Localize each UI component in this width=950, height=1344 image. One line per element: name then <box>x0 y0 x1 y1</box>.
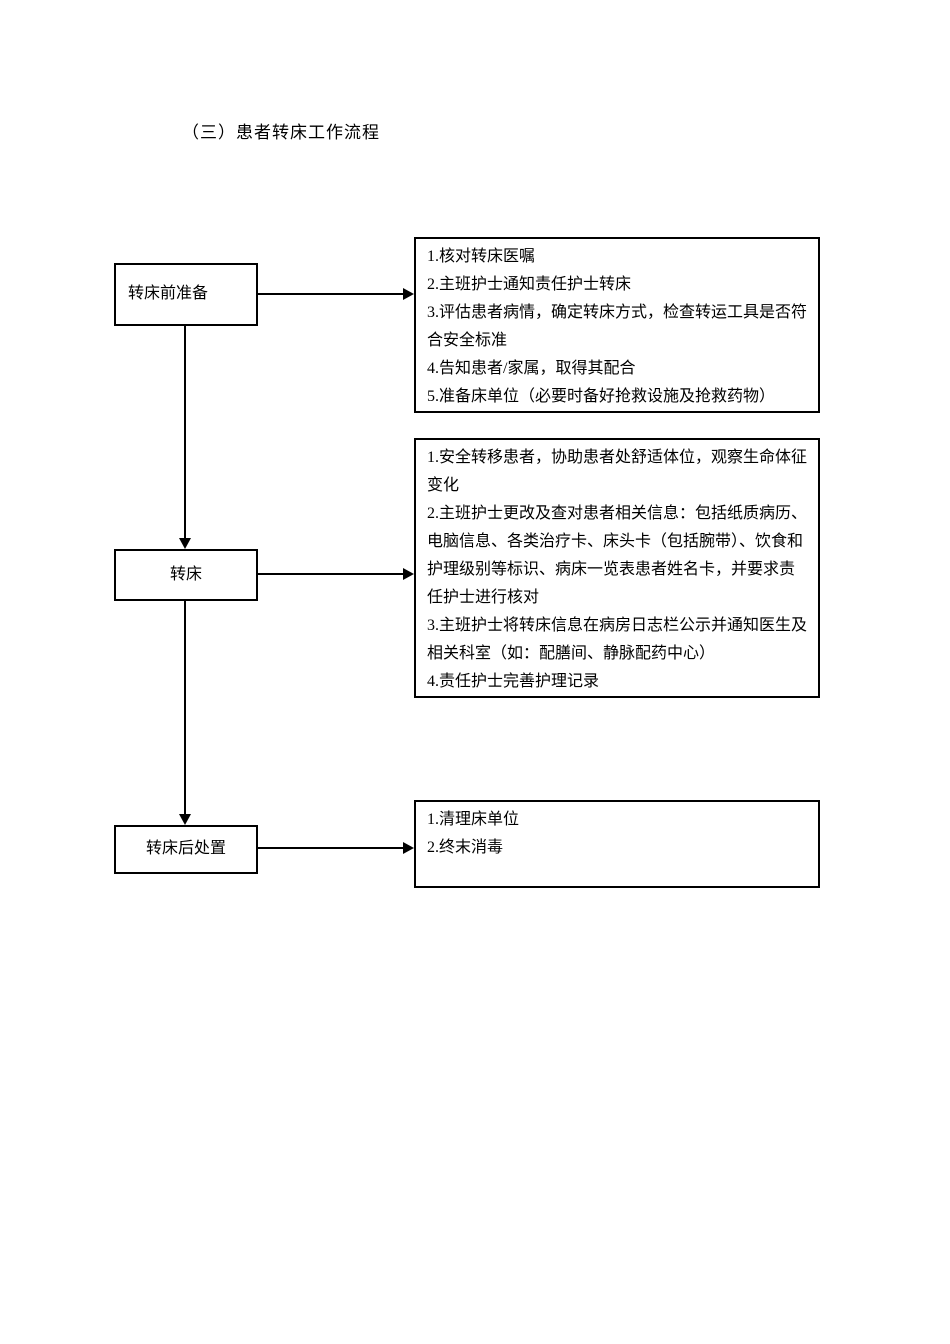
detail-line: 1.核对转床医嘱 <box>427 248 536 265</box>
detail-line: 2.主班护士通知责任护士转床 <box>427 276 632 293</box>
flow-step-label: 转床 <box>169 565 202 583</box>
detail-line: 4.责任护士完善护理记录 <box>427 673 600 690</box>
detail-line: 3.评估患者病情，确定转床方式，检查转运工具是否符合安全标准 <box>427 304 808 349</box>
arrowhead-right-icon <box>403 842 414 854</box>
detail-line: 1.清理床单位 <box>427 811 520 828</box>
detail-line: 2.主班护士更改及查对患者相关信息：包括纸质病历、电脑信息、各类治疗卡、床头卡（… <box>427 505 808 606</box>
detail-line: 5.准备床单位（必要时备好抢救设施及抢救药物） <box>427 388 776 405</box>
detail-line: 4.告知患者/家属，取得其配合 <box>427 360 636 377</box>
detail-line: 2.终末消毒 <box>427 839 504 856</box>
flow-detail-box-prepare: 1.核对转床医嘱 2.主班护士通知责任护士转床 3.评估患者病情，确定转床方式，… <box>414 237 820 413</box>
connector-line <box>258 293 404 295</box>
flow-step-label: 转床前准备 <box>128 285 209 303</box>
arrowhead-right-icon <box>403 568 414 580</box>
connector-line <box>184 601 186 814</box>
flow-step-box-prepare: 转床前准备 <box>114 263 258 326</box>
detail-line: 1.安全转移患者，协助患者处舒适体位，观察生命体征变化 <box>427 449 808 494</box>
connector-line <box>258 847 404 849</box>
arrowhead-down-icon <box>179 538 191 549</box>
arrowhead-down-icon <box>179 814 191 825</box>
page-title: （三）患者转床工作流程 <box>182 123 380 142</box>
flow-detail-box-transfer: 1.安全转移患者，协助患者处舒适体位，观察生命体征变化 2.主班护士更改及查对患… <box>414 438 820 698</box>
flow-step-box-transfer: 转床 <box>114 549 258 601</box>
detail-line: 3.主班护士将转床信息在病房日志栏公示并通知医生及相关科室（如：配膳间、静脉配药… <box>427 617 808 662</box>
connector-line <box>258 573 404 575</box>
arrowhead-right-icon <box>403 288 414 300</box>
flow-step-label: 转床后处置 <box>145 840 226 858</box>
connector-line <box>184 326 186 539</box>
flow-detail-box-after: 1.清理床单位 2.终末消毒 <box>414 800 820 888</box>
flow-step-box-after: 转床后处置 <box>114 825 258 874</box>
